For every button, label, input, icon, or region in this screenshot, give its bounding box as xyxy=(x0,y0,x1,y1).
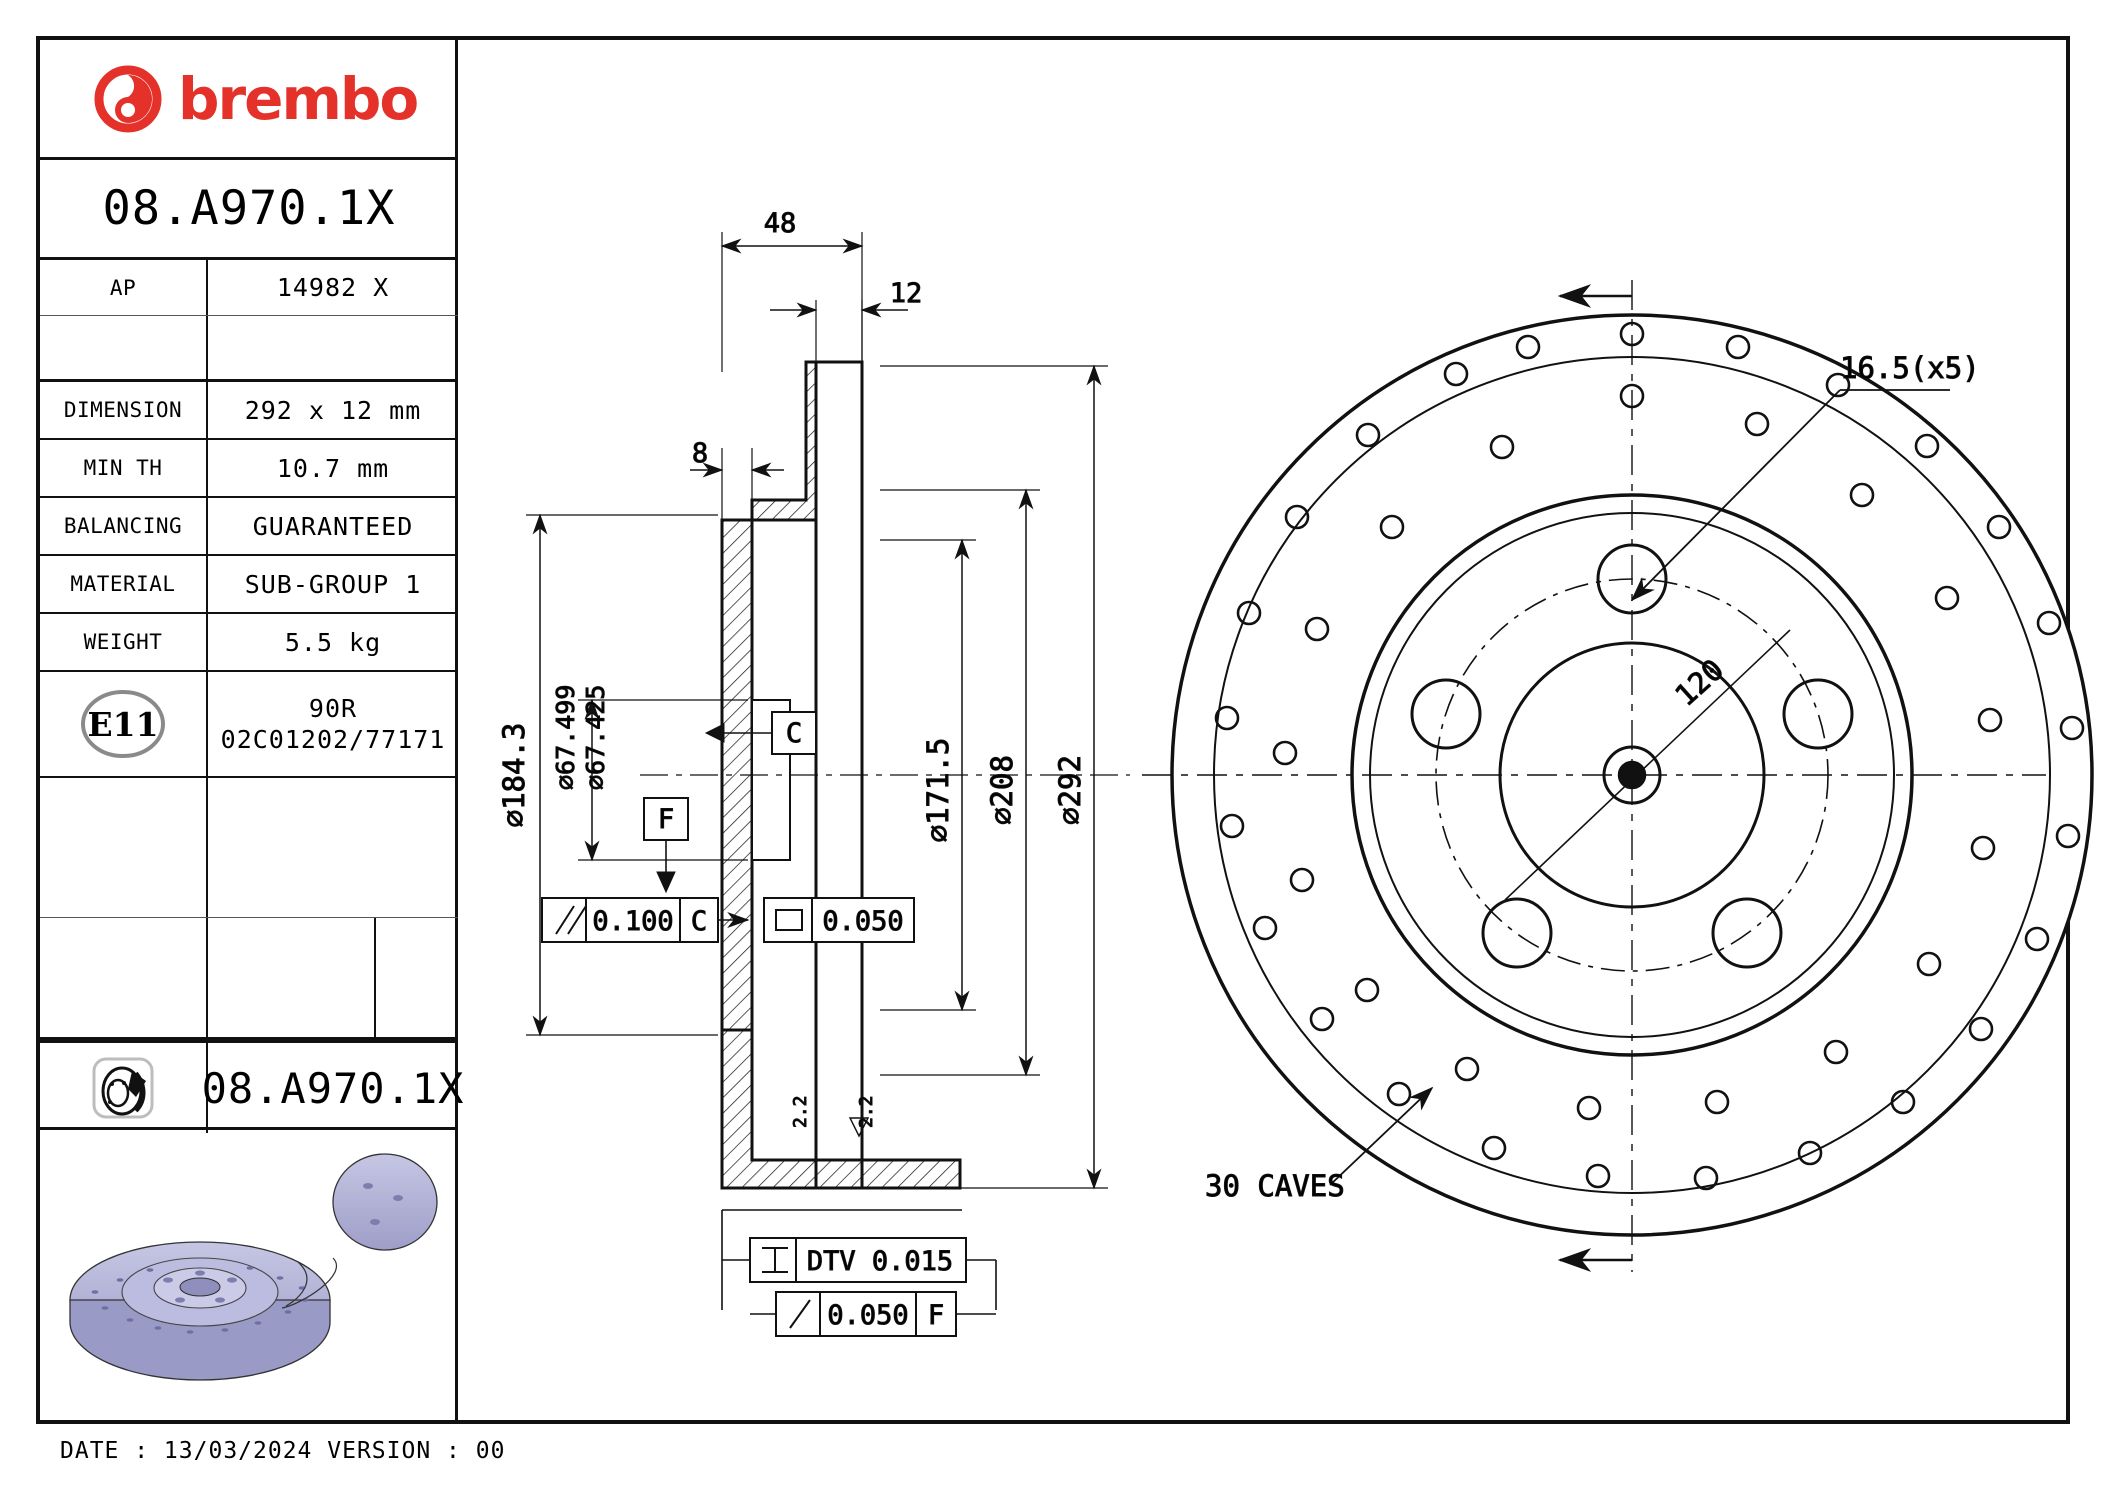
row-label: MATERIAL xyxy=(40,556,208,612)
row-value: 08.A970.1X xyxy=(202,1043,464,1133)
fcf-parallelism-tol: 0.100 xyxy=(592,906,673,937)
fcf-dtv-tol: DTV 0.015 xyxy=(807,1246,953,1277)
row-value: 14982 X xyxy=(276,273,390,302)
dim-label-171-5: ⌀171.5 xyxy=(921,738,955,843)
brembo-wordmark: brembo xyxy=(178,64,419,133)
chamfer-right-label: 2.2 xyxy=(856,1095,877,1128)
row-value xyxy=(208,778,458,917)
table-row-empty-1 xyxy=(40,778,458,918)
dim-label-292: ⌀292 xyxy=(1053,755,1087,825)
datum-f-label: F xyxy=(658,804,674,835)
row-label: DIMENSION xyxy=(40,382,208,438)
brake-disc-icon-cell xyxy=(40,1043,208,1133)
row-value: SUB-GROUP 1 xyxy=(244,569,422,599)
part-number-footer: 08.A970.1X xyxy=(201,1063,465,1113)
row-label xyxy=(40,918,208,1037)
row-label: BALANCING xyxy=(40,498,208,554)
datum-c-label: C xyxy=(786,718,802,749)
dim-disc-thickness: 12 xyxy=(770,278,923,372)
brembo-logo: brembo xyxy=(40,40,458,160)
row-value xyxy=(208,918,376,1037)
table-row-blank xyxy=(40,316,458,382)
part-number-cell: 08.A970.1X xyxy=(40,160,458,260)
rotation-arrows xyxy=(1557,284,1632,1272)
dim-label-bore-lower: ⌀67.425 xyxy=(581,685,610,790)
row-value: 90R 02C01202/77171 xyxy=(220,693,446,754)
row-value: GUARANTEED xyxy=(252,511,414,541)
fcf-runout: 0.050 F xyxy=(750,1291,996,1337)
dim-label-8: 8 xyxy=(692,438,708,469)
brake-disc-icon xyxy=(92,1057,154,1119)
dim-overall-width: 48 xyxy=(720,208,864,372)
cross-section-view: 48 12 8 xyxy=(497,208,1130,1337)
table-row-material: MATERIAL SUB-GROUP 1 xyxy=(40,556,458,614)
chamfer-notes: 2.2 2.2 xyxy=(790,1095,878,1138)
row-label xyxy=(40,778,208,917)
row-label xyxy=(40,316,208,379)
chamfer-left-label: 2.2 xyxy=(790,1095,811,1128)
dim-hat-diameter: ⌀184.3 xyxy=(497,513,718,1037)
table-row-min-th: MIN TH 10.7 mm xyxy=(40,440,458,498)
table-row-empty-2 xyxy=(40,918,458,1040)
dim-label-184-3: ⌀184.3 xyxy=(497,723,531,828)
dim-label-48: 48 xyxy=(764,208,797,239)
table-row-dimension: DIMENSION 292 x 12 mm xyxy=(40,382,458,440)
dim-label-208: ⌀208 xyxy=(985,755,1019,825)
fcf-flatness: 0.050 xyxy=(763,897,915,943)
face-view: 16.5(x5) 120 30 CAVES xyxy=(1142,280,2094,1272)
row-value: 292 x 12 mm xyxy=(244,395,422,425)
title-block: brembo 08.A970.1X AP 14982 X DIMENSION 2… xyxy=(40,40,464,1420)
part-number: 08.A970.1X xyxy=(102,181,396,236)
fcf-parallelism-datum: C xyxy=(691,906,707,937)
row-value: 10.7 mm xyxy=(276,453,390,483)
row-label: MIN TH xyxy=(40,440,208,496)
table-row-homologation: E11 90R 02C01202/77171 xyxy=(40,672,458,778)
table-row-ap: AP 14982 X xyxy=(40,260,458,316)
row-value xyxy=(208,316,458,379)
table-row-part-icon: 08.A970.1X xyxy=(40,1040,464,1133)
e-mark-label: E11 xyxy=(87,704,159,744)
row-label: WEIGHT xyxy=(40,614,208,670)
fcf-parallelism: 0.100 C xyxy=(541,897,750,943)
row-value-extra xyxy=(376,918,458,1037)
date-version-footer: DATE : 13/03/2024 VERSION : 00 xyxy=(60,1438,506,1464)
fcf-dtv: DTV 0.015 xyxy=(721,1209,997,1310)
fcf-flatness-tol: 0.050 xyxy=(822,906,903,937)
disc-3d-preview xyxy=(69,1153,438,1381)
row-label: AP xyxy=(40,260,208,315)
note-30-caves: 30 CAVES xyxy=(1205,1169,1345,1203)
fcf-runout-tol: 0.050 xyxy=(827,1300,908,1331)
dim-bore: ⌀67.499 ⌀67.425 xyxy=(551,684,748,862)
e-mark: E11 xyxy=(40,672,208,776)
brembo-mark-icon xyxy=(94,65,162,132)
dim-label-bore-upper: ⌀67.499 xyxy=(551,685,580,790)
datum-f: F xyxy=(643,797,689,894)
fcf-runout-datum: F xyxy=(928,1300,944,1331)
row-value: 5.5 kg xyxy=(284,627,382,657)
e11-circle-icon xyxy=(81,690,165,758)
table-row-weight: WEIGHT 5.5 kg xyxy=(40,614,458,672)
bolt-hole-note: 16.5(x5) xyxy=(1630,351,1980,602)
table-row-balancing: BALANCING GUARANTEED xyxy=(40,498,458,556)
dim-mid-dia: ⌀208 xyxy=(880,488,1040,1077)
dim-label-12: 12 xyxy=(890,278,923,309)
note-16-5: 16.5(x5) xyxy=(1840,351,1980,385)
